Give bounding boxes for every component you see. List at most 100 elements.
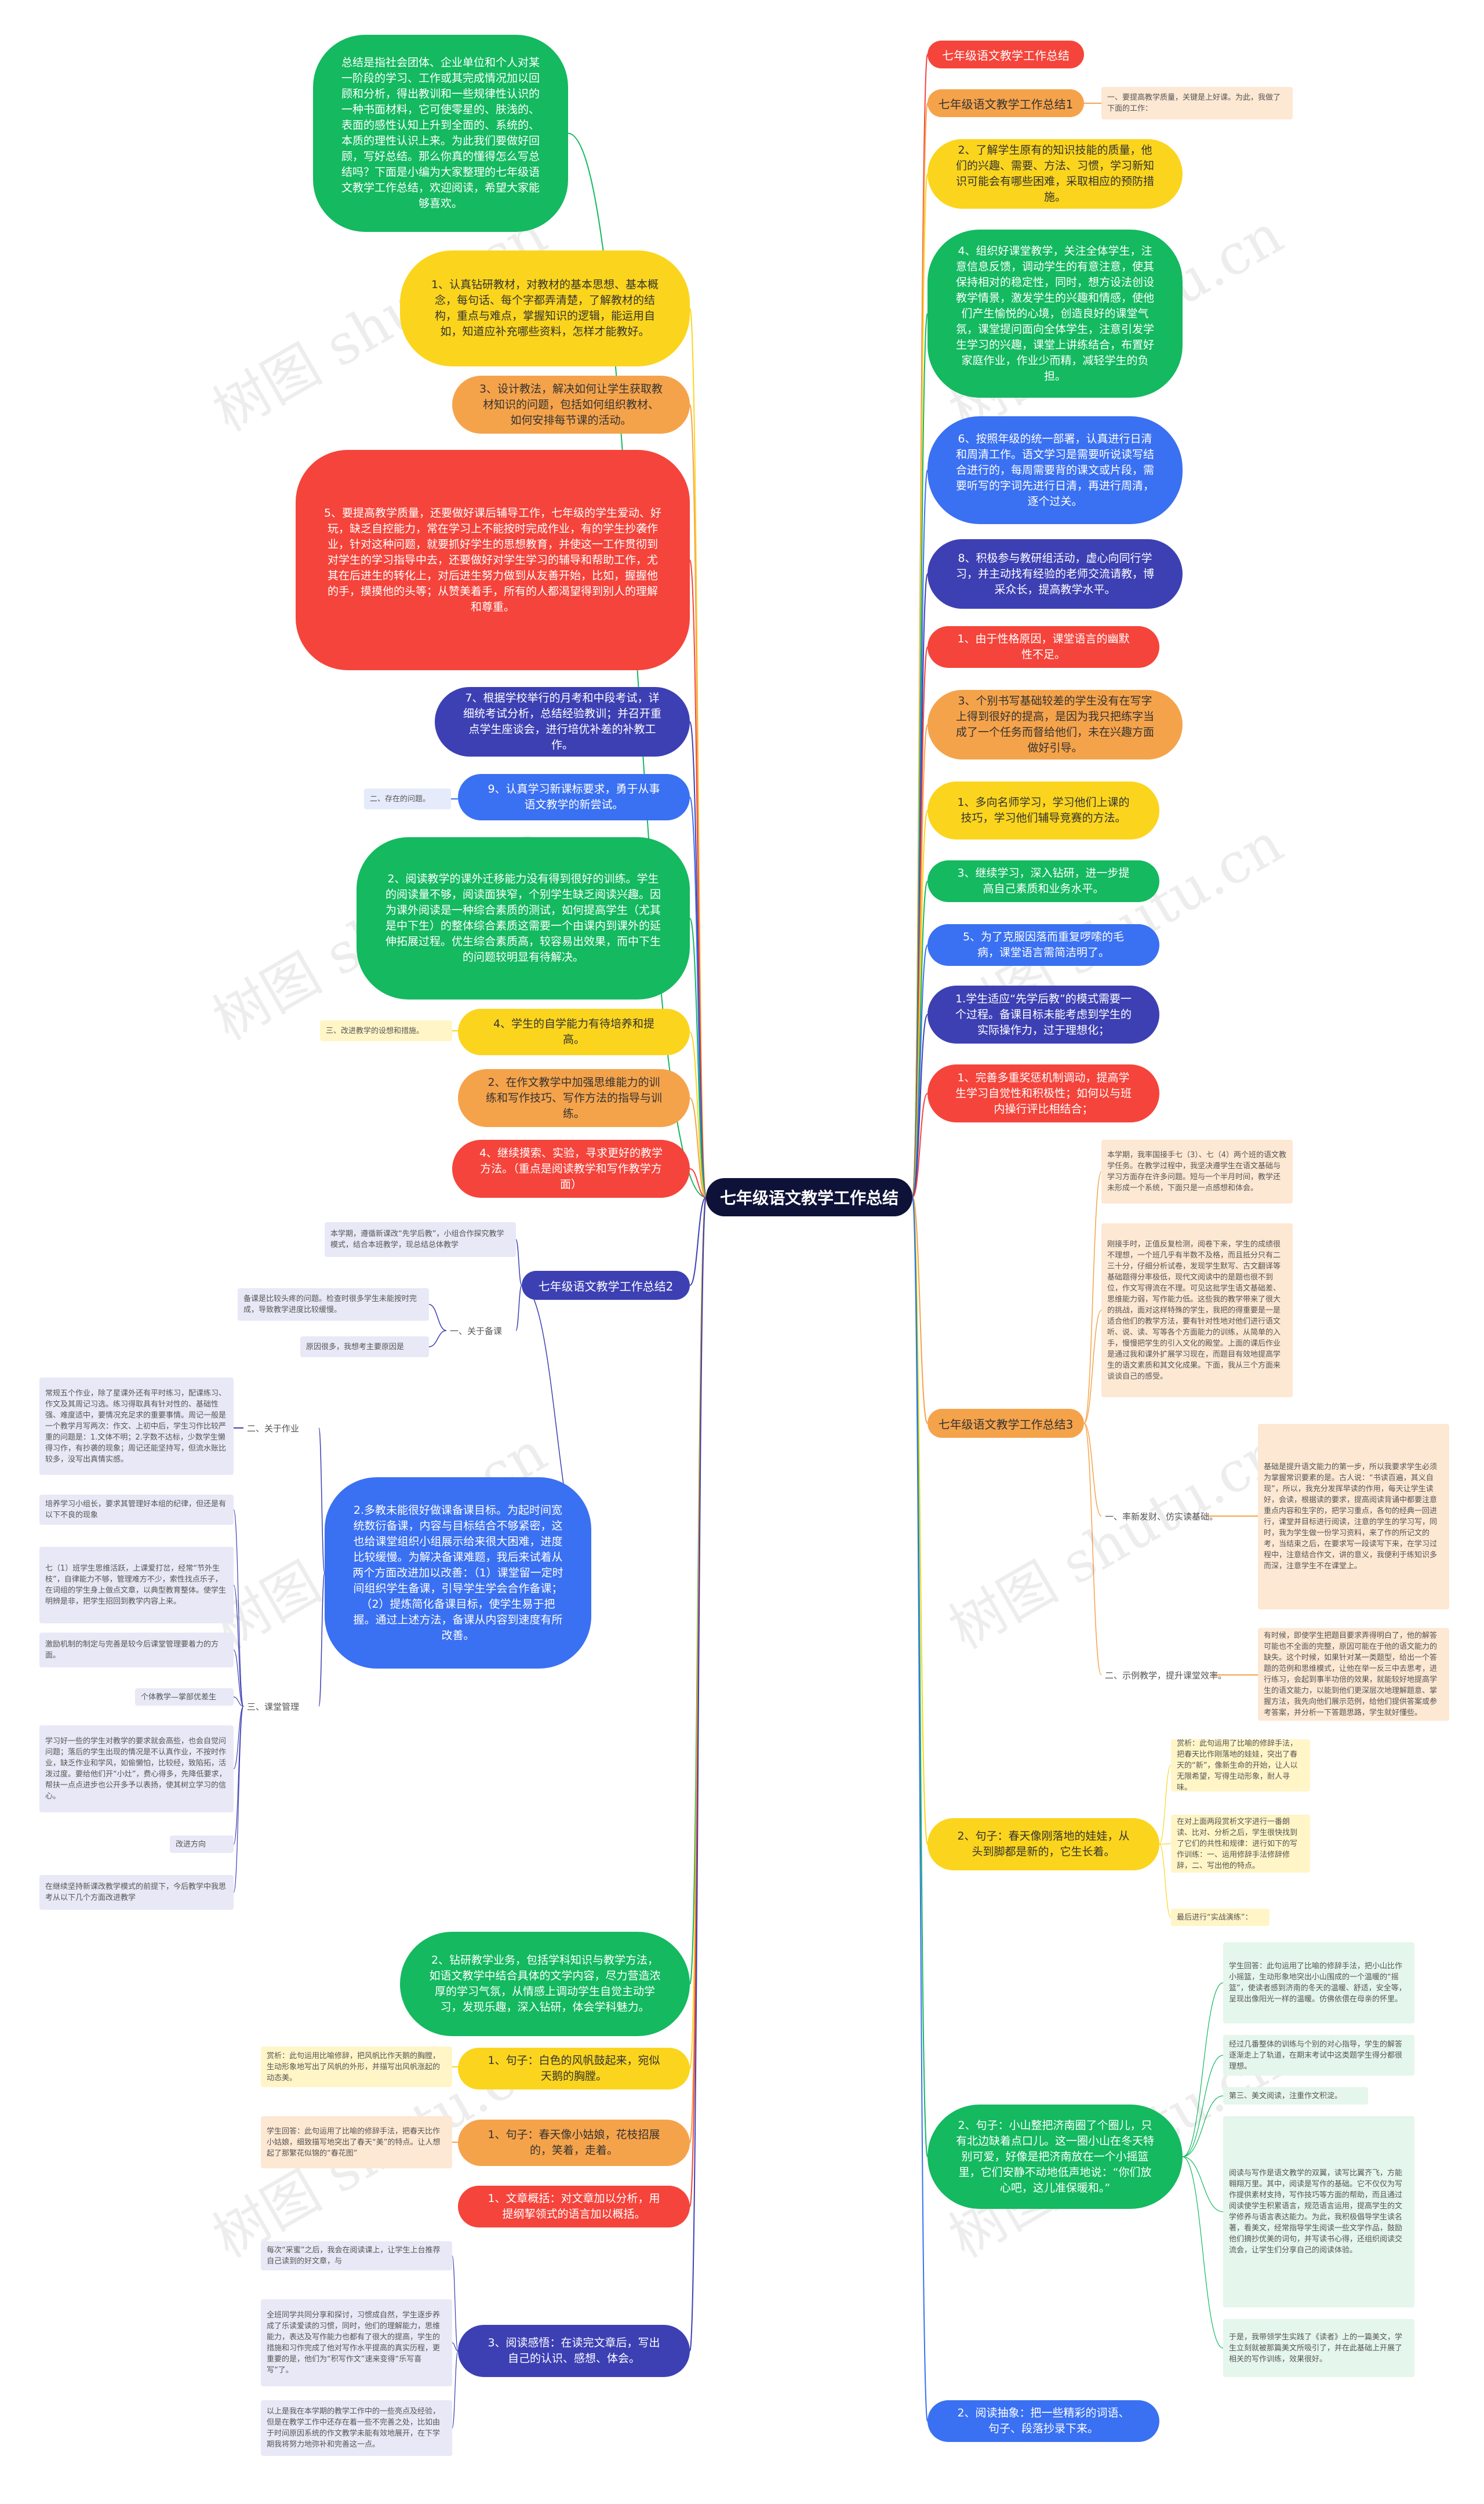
right-node-4[interactable]: 6、按照年级的统一部署，认真进行日清和周清工作。语文学习是需要听说读写结合进行的…: [928, 416, 1183, 524]
right-lower-1-text: 2、句子：小山整把济南圈了个圈儿，只有北边缺着点口儿。这一圈小山在冬天特别可爱，…: [955, 2118, 1154, 2194]
left-lower-4-note-0: 每次“采蜜”之后，我会在阅读课上，让学生上台推荐自己读到的好文章，与: [261, 2241, 452, 2270]
right-node-6-text: 1、由于性格原因，课堂语言的幽默性不足。: [957, 633, 1130, 661]
root-node[interactable]: 七年级语文教学工作总结: [706, 1178, 912, 1216]
right-node-9[interactable]: 3、继续学习，深入钻研，进一步提高自己素质和业务水平。: [928, 860, 1159, 902]
right-node-6[interactable]: 1、由于性格原因，课堂语言的幽默性不足。: [928, 626, 1159, 668]
summary-2-sec3-note-6-text: 在继续坚持新课改教学模式的前提下，今后教学中我思考从以下几个方面改进教学: [45, 1882, 227, 1902]
left-node-9[interactable]: 4、继续摸索、实验，寻求更好的教学方法。（重点是阅读教学和写作教学方面）: [452, 1140, 690, 1198]
connector-line: [452, 2255, 459, 2352]
right-node-7[interactable]: 3、个别书写基础较差的学生没有在写字上得到很好的提高，是因为我只把练字当成了一个…: [928, 690, 1183, 759]
right-node-0-text: 七年级语文教学工作总结: [942, 48, 1070, 63]
right-node-12[interactable]: 1、完善多重奖惩机制调动，提高学生学习自觉性和积极性；如何以与班内操行评比相结合…: [928, 1064, 1159, 1122]
left-node-4[interactable]: 7、根据学校举行的月考和中段考试，详细统考试分析，总结经验教训；并召开重点学生座…: [435, 687, 690, 757]
connector-line: [318, 1427, 325, 1573]
right-lower-1-note-0-text: 学生回答：此句运用了比喻的修辞手法，把小山比作小摇篮，生动形象地突出小山围成的一…: [1229, 1962, 1406, 2004]
left-lower-1-note-text: 赏析：此句运用比喻修辞，把风帆比作天鹅的胸膛，生动形象地写出了风帆的外形，并描写…: [267, 2051, 441, 2083]
right-lower-1-note-1-text: 经过几番整体的训练与个别的对心指导，学生的解答逐渐走上了轨道，在期末考试中这类题…: [1229, 2040, 1403, 2071]
summary-2-sec1-note-1-text: 原因很多，我想考主要原因是: [306, 1342, 405, 1351]
summary-2-sec3-note-5: 改进方向: [170, 1836, 234, 1853]
right-lower-1-note-2-text: 第三、美文阅读，注重作文积淀。: [1229, 2091, 1343, 2100]
right-node-7-text: 3、个别书写基础较差的学生没有在写字上得到很好的提高，是因为我只把练字当成了一个…: [955, 695, 1154, 754]
summary-2-sec3-note-2: 激励机制的制定与完善是较今后课堂管理要着力的方面。: [39, 1633, 234, 1667]
right-node-2[interactable]: 2、了解学生原有的知识技能的质量，他们的兴趣、需要、方法、习惯，学习新知识可能会…: [928, 139, 1183, 209]
left-node-7[interactable]: 4、学生的自学能力有待培养和提高。: [458, 1009, 690, 1055]
left-node-5-text: 9、认真学习新课标要求，勇于从事语文教学的新尝试。: [488, 783, 660, 811]
right-lower-0-text: 2、句子：春天像刚落地的娃娃，从头到脚都是新的，它生长着。: [957, 1830, 1130, 1858]
summary-3-note-0: 本学期，我率国接手七（3）、七（4）两个班的语文教学任务。在教学过程中，我坚决遵…: [1101, 1140, 1293, 1204]
right-lower-0[interactable]: 2、句子：春天像刚落地的娃娃，从头到脚都是新的，它生长着。: [928, 1818, 1159, 1870]
connector-line: [428, 1330, 447, 1347]
left-node-2-text: 3、设计教法，解决如何让学生获取教材知识的问题，包括如何组织教材、如何安排每节课…: [479, 382, 663, 427]
left-node-8-text: 2、在作文教学中加强思维能力的训练和写作技巧、写作方法的指导与训练。: [485, 1075, 662, 1120]
right-node-2-text: 2、了解学生原有的知识技能的质量，他们的兴趣、需要、方法、习惯，学习新知识可能会…: [955, 144, 1154, 203]
left-lower-0[interactable]: 2、钻研教学业务，包括学科知识与教学方法，如语文教学中结合具体的文学内容，尽力营…: [400, 1932, 690, 2036]
summary-2-intro-text: 本学期，遵循新课改“先学后教”，小组合作探究教学模式，结合本班教学，现总结总体教…: [330, 1230, 504, 1249]
connector-line: [1083, 1171, 1102, 1424]
left-lower-4-text: 3、阅读感悟：在读完文章后，写出自己的认识、感想、体会。: [488, 2336, 660, 2365]
right-node-10[interactable]: 5、为了克服因落而重复啰嗦的毛病，课堂语言需简洁明了。: [928, 924, 1159, 966]
right-lower-1[interactable]: 2、句子：小山整把济南圈了个圈儿，只有北边缺着点口儿。这一圈小山在冬天特别可爱，…: [928, 2105, 1183, 2209]
connector-line: [515, 1239, 522, 1286]
summary-2-sec3-note-3: 个体教学—掌部优差生: [135, 1688, 234, 1706]
left-lower-0-text: 2、钻研教学业务，包括学科知识与教学方法，如语文教学中结合具体的文学内容，尽力营…: [429, 1954, 661, 2014]
right-node-12-text: 1、完善多重奖惩机制调动，提高学生学习自觉性和积极性；如何以与班内操行评比相结合…: [955, 1071, 1132, 1115]
left-node-6[interactable]: 2、阅读教学的课外迁移能力没有得到很好的训练。学生的阅读量不够，阅读面狭窄，个别…: [357, 837, 690, 1000]
summary-3-sub2-note-text: 有时候，即使学生把题目要求弄得明白了，他的解答可能也不全面的完整，原因可能在于他…: [1264, 1631, 1438, 1717]
right-node-3[interactable]: 4、组织好课堂教学，关注全体学生，注意信息反馈，调动学生的有意注意，使其保持相对…: [928, 230, 1183, 398]
summary-2-center-text: 2.多教未能很好做课备课目标。为起时间宽统数衍备课，内容与目标结合不够紧密，这也…: [352, 1503, 563, 1642]
summary-2-label[interactable]: 七年级语文教学工作总结2: [522, 1271, 690, 1300]
right-node-1-note: 一、要提高教学质量，关键是上好课。为此，我做了下面的工作：: [1101, 87, 1293, 119]
right-node-0[interactable]: 七年级语文教学工作总结: [928, 41, 1084, 68]
summary-3-sub2-note: 有时候，即使学生把题目要求弄得明白了，他的解答可能也不全面的完整，原因可能在于他…: [1258, 1628, 1449, 1721]
left-node-1[interactable]: 1、认真钻研教材，对教材的基本思想、基本概念，每句话、每个字都弄清楚，了解教材的…: [400, 250, 690, 366]
left-node-2[interactable]: 3、设计教法，解决如何让学生获取教材知识的问题，包括如何组织教材、如何安排每节课…: [452, 376, 690, 434]
connector-line: [689, 918, 707, 1198]
left-lower-1-text: 1、句子：白色的风帆鼓起来，宛似天鹅的胸膛。: [488, 2054, 660, 2083]
connector-line: [1159, 1765, 1172, 1845]
right-lower-2[interactable]: 2、阅读抽象：把一些精彩的词语、句子、段落抄录下来。: [928, 2400, 1159, 2442]
connector-line: [1083, 1310, 1102, 1424]
left-lower-3[interactable]: 1、文章概括：对文章加以分析，用提纲挈领式的语言加以概括。: [458, 2186, 690, 2227]
left-lower-1[interactable]: 1、句子：白色的风帆鼓起来，宛似天鹅的胸膛。: [458, 2048, 690, 2089]
connector-line: [689, 797, 707, 1198]
right-node-4-text: 6、按照年级的统一部署，认真进行日清和周清工作。语文学习是需要听说读写结合进行的…: [955, 432, 1154, 508]
left-lower-2-text: 1、句子：春天像小姑娘，花枝招展的，笑着，走着。: [488, 2128, 660, 2157]
summary-3-sub2: 二、示例教学，提升课堂效率。: [1101, 1666, 1227, 1684]
left-node-3[interactable]: 5、要提高教学质量，还要做好课后辅导工作，七年级的学生爱动、好玩，缺乏自控能力，…: [296, 450, 690, 670]
right-lower-1-note-4: 于是，我带领学生实践了《读者》上的一篇美文，学生立刻就被那篇美文所吸引了，并在此…: [1223, 2319, 1414, 2377]
left-lower-4-note-0-text: 每次“采蜜”之后，我会在阅读课上，让学生上台推荐自己读到的好文章，与: [267, 2246, 441, 2266]
summary-2-center[interactable]: 2.多教未能很好做课备课目标。为起时间宽统数衍备课，内容与目标结合不够紧密，这也…: [325, 1477, 591, 1669]
right-lower-0-note-1: 在对上面两段赏析文字进行一番朗读、比对、分析之后，学生很快找到了它们的共性和规律…: [1171, 1815, 1310, 1873]
right-node-11[interactable]: 1.学生适应“先学后教”的模式需要一个过程。备课目标未能考虑到学生的实际操作力，…: [928, 986, 1159, 1044]
summary-2-sec2-note: 常规五个作业，除了星课外还有平时练习，配课练习、作文及其周记习选。练习得取具有针…: [39, 1378, 234, 1475]
left-lower-2-note: 学生回答：此句运用了比喻的修辞手法，把春天比作小姑娘，细致描写地突出了春天“美”…: [261, 2116, 452, 2168]
right-node-9-text: 3、继续学习，深入钻研，进一步提高自己素质和业务水平。: [957, 867, 1130, 895]
summary-2-sec3-note-6: 在继续坚持新课改教学模式的前提下，今后教学中我思考从以下几个方面改进教学: [39, 1875, 234, 1910]
left-node-4-text: 7、根据学校举行的月考和中段考试，详细统考试分析，总结经验教训；并召开重点学生座…: [463, 692, 661, 751]
left-node-5[interactable]: 9、认真学习新课标要求，勇于从事语文教学的新尝试。: [458, 774, 690, 820]
connector-line: [912, 1197, 928, 1424]
summary-2-sec3-note-0-text: 培养学习小组长，要求其管理好本组的纪律，但还是有以下不良的现象: [45, 1500, 227, 1520]
summary-2-sec3-note-5-text: 改进方向: [176, 1840, 206, 1849]
connector-line: [689, 1031, 707, 1198]
left-node-1-text: 1、认真钻研教材，对教材的基本思想、基本概念，每句话、每个字都弄清楚，了解教材的…: [431, 278, 659, 338]
summary-3-label[interactable]: 七年级语文教学工作总结3: [928, 1409, 1084, 1438]
left-node-0[interactable]: 总结是指社会团体、企业单位和个人对某一阶段的学习、工作或其完成情况加以回顾和分析…: [313, 35, 568, 232]
summary-2-sec1-note-0-text: 备课是比较头疼的问题。检查时很多学生未能按时完成，导致教学进度比较缓慢。: [243, 1295, 417, 1314]
connector-line: [689, 1197, 707, 1286]
summary-2-sec1: 一、关于备课: [446, 1322, 516, 1339]
connector-line: [452, 2342, 459, 2352]
connector-line: [1083, 1423, 1102, 1676]
right-node-10-text: 5、为了克服因落而重复啰嗦的毛病，课堂语言需简洁明了。: [962, 931, 1125, 959]
right-node-8[interactable]: 1、多向名师学习，学习他们上课的技巧，学习他们辅导竞赛的方法。: [928, 782, 1159, 839]
right-node-1[interactable]: 七年级语文教学工作总结1: [928, 89, 1084, 117]
left-node-3-text: 5、要提高教学质量，还要做好课后辅导工作，七年级的学生爱动、好玩，缺乏自控能力，…: [323, 506, 662, 613]
left-lower-4-note-2-text: 以上是我在本学期的教学工作中的一些亮点及经验，但是在教学工作中还存在着一些不完善…: [267, 2407, 441, 2449]
left-lower-4[interactable]: 3、阅读感悟：在读完文章后，写出自己的认识、感想、体会。: [458, 2325, 690, 2377]
left-node-8[interactable]: 2、在作文教学中加强思维能力的训练和写作技巧、写作方法的指导与训练。: [458, 1069, 690, 1127]
right-lower-1-note-3-text: 阅读与写作是语文教学的双翼，读写比翼齐飞，方能翱翔万里。其中，阅读是写作的基础。…: [1229, 2169, 1403, 2255]
connector-line: [689, 1197, 707, 2352]
left-lower-2[interactable]: 1、句子：春天像小姑娘，花枝招展的，笑着，走着。: [458, 2120, 690, 2166]
right-node-5[interactable]: 8、积极参与教研组活动，虚心向同行学习，并主动找有经验的老师交流请教，博采众长，…: [928, 539, 1183, 609]
connector-line: [689, 1168, 707, 1198]
